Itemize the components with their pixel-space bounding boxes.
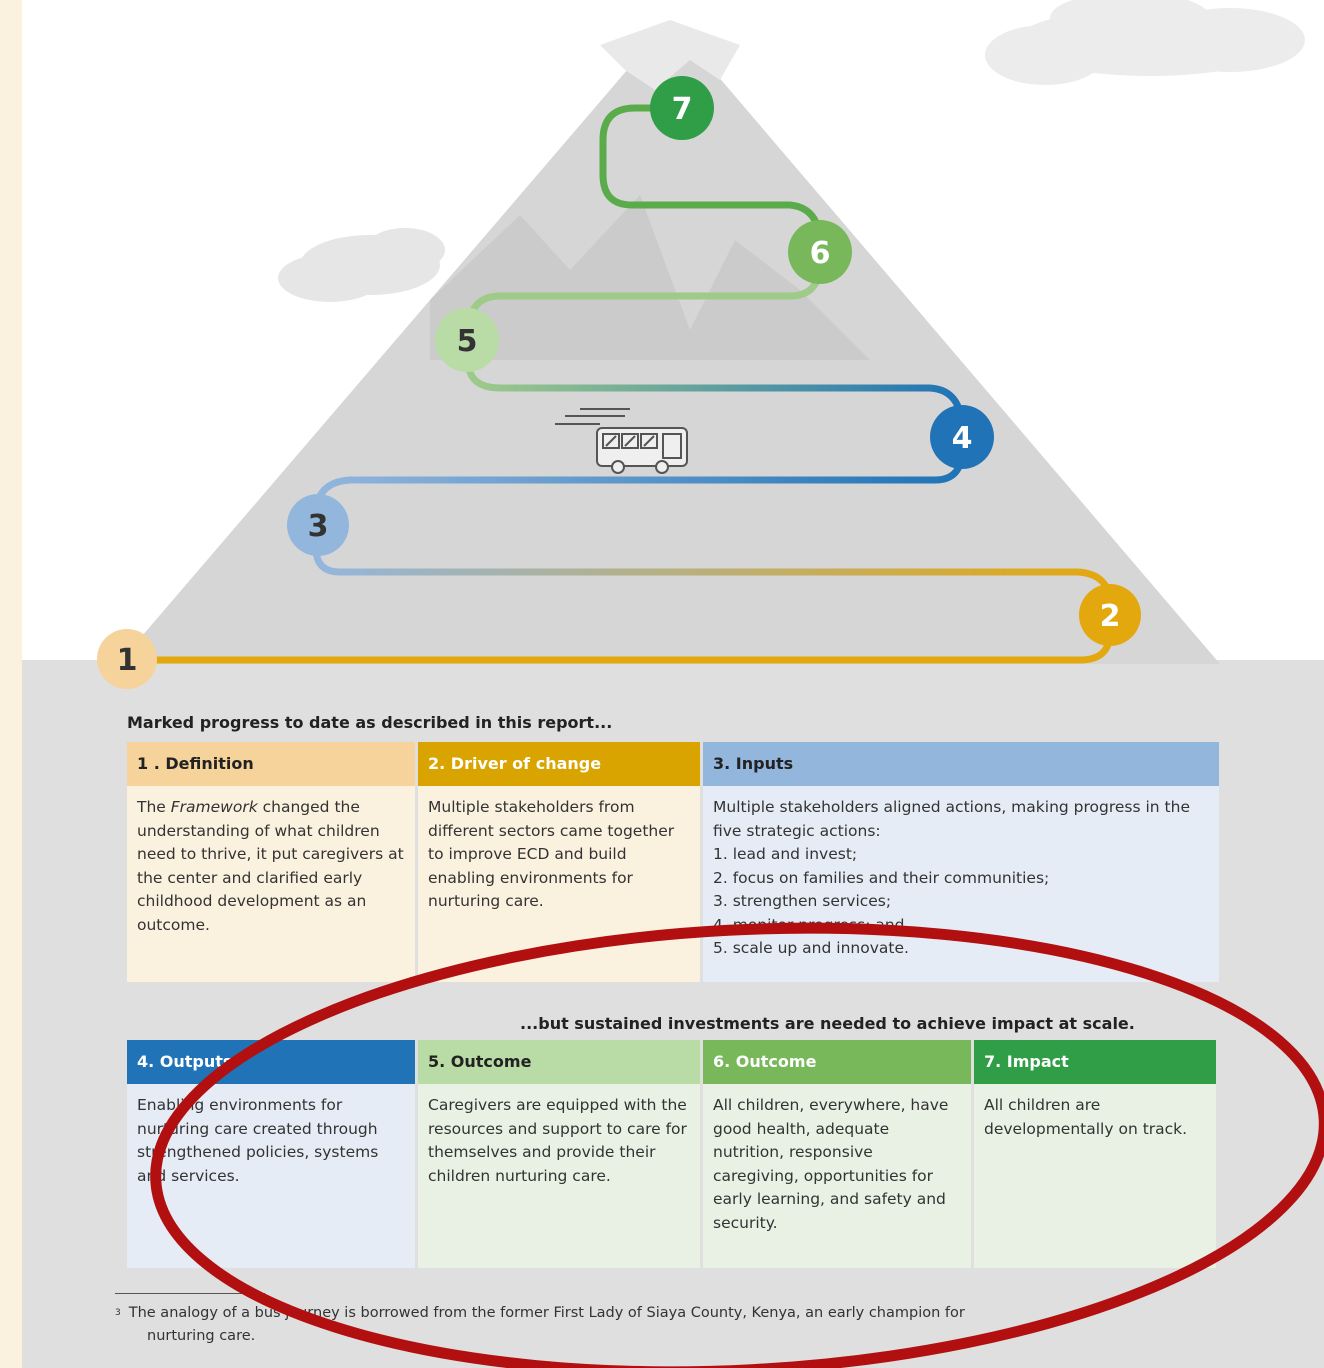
box-definition-text: The Framework changed the understanding …	[127, 786, 415, 982]
box-outputs-text: Enabling environments for nurturing care…	[127, 1084, 415, 1268]
marker-4-label: 4	[952, 421, 973, 456]
cloud-left	[278, 228, 445, 302]
marker-5-label: 5	[457, 324, 478, 359]
bus-icon	[555, 408, 688, 474]
sustained-investment-heading: ...but sustained investments are needed …	[520, 1014, 1135, 1033]
strategic-action-item: 5. scale up and innovate.	[713, 939, 909, 957]
box-outputs-title: 4. Outputs	[127, 1040, 415, 1084]
box-caregiver-outcome: 5. Outcome Caregivers are equipped with …	[418, 1040, 700, 1268]
mountain-peaks	[430, 195, 870, 360]
box-caregiver-outcome-title: 5. Outcome	[418, 1040, 700, 1084]
marker-6-label: 6	[810, 236, 831, 271]
road-6-7	[599, 104, 824, 249]
marker-7-label: 7	[672, 92, 693, 127]
progress-boxes: 1 . Definition The Framework changed the…	[127, 742, 1219, 982]
box-driver-of-change-title: 2. Driver of change	[418, 742, 700, 786]
footnote: 3 The analogy of a bus journey is borrowe…	[115, 1302, 1175, 1348]
box-definition: 1 . Definition The Framework changed the…	[127, 742, 415, 982]
impact-boxes: 4. Outputs Enabling environments for nur…	[127, 1040, 1216, 1268]
box-child-outcome-title: 6. Outcome	[703, 1040, 971, 1084]
marker-1-label: 1	[117, 643, 138, 678]
box-outputs: 4. Outputs Enabling environments for nur…	[127, 1040, 415, 1268]
marker-1: 1	[97, 629, 157, 689]
journey-illustration: 1 2 3 4 5 6 7	[97, 0, 1305, 689]
strategic-action-item: 4. monitor progress; and	[713, 915, 905, 934]
cloud-top-right	[985, 0, 1305, 85]
marker-3-label: 3	[308, 509, 329, 544]
marker-3: 3	[287, 494, 349, 556]
marker-4: 4	[930, 405, 994, 469]
strategic-action-item: 2. focus on families and their communiti…	[713, 868, 1050, 887]
marker-2: 2	[1079, 584, 1141, 646]
box-child-outcome: 6. Outcome All children, everywhere, hav…	[703, 1040, 971, 1268]
left-margin-strip	[0, 0, 22, 1368]
box-inputs-text: Multiple stakeholders aligned actions, m…	[703, 786, 1219, 982]
marker-7: 7	[650, 76, 714, 140]
marker-6: 6	[788, 220, 852, 284]
strategic-actions-list: 1. lead and invest; 2. focus on families…	[713, 843, 1209, 961]
footnote-divider	[115, 1293, 265, 1294]
box-impact-title: 7. Impact	[974, 1040, 1216, 1084]
box-impact: 7. Impact All children are developmental…	[974, 1040, 1216, 1268]
box-definition-title: 1 . Definition	[127, 742, 415, 786]
footnote-line-1: The analogy of a bus journey is borrowed…	[128, 1305, 965, 1321]
box-child-outcome-text: All children, everywhere, have good heal…	[703, 1084, 971, 1268]
box-impact-text: All children are developmentally on trac…	[974, 1084, 1216, 1268]
box-driver-of-change: 2. Driver of change Multiple stakeholder…	[418, 742, 700, 982]
box-driver-of-change-text: Multiple stakeholders from different sec…	[418, 786, 700, 982]
progress-heading: Marked progress to date as described in …	[127, 713, 613, 732]
footnote-mark: 3	[115, 1308, 121, 1318]
box-inputs-title: 3. Inputs	[703, 742, 1219, 786]
box-inputs-intro: Multiple stakeholders aligned actions, m…	[713, 798, 1190, 840]
strategic-action-item: 3. strengthen services;	[713, 892, 892, 910]
strategic-action-item: 1. lead and invest;	[713, 845, 858, 863]
marker-2-label: 2	[1100, 599, 1121, 634]
footnote-line-2: nurturing care.	[147, 1328, 256, 1344]
mountain-snow	[600, 20, 740, 90]
box-caregiver-outcome-text: Caregivers are equipped with the resourc…	[418, 1084, 700, 1268]
box-inputs: 3. Inputs Multiple stakeholders aligned …	[703, 742, 1219, 982]
marker-5: 5	[435, 308, 499, 372]
